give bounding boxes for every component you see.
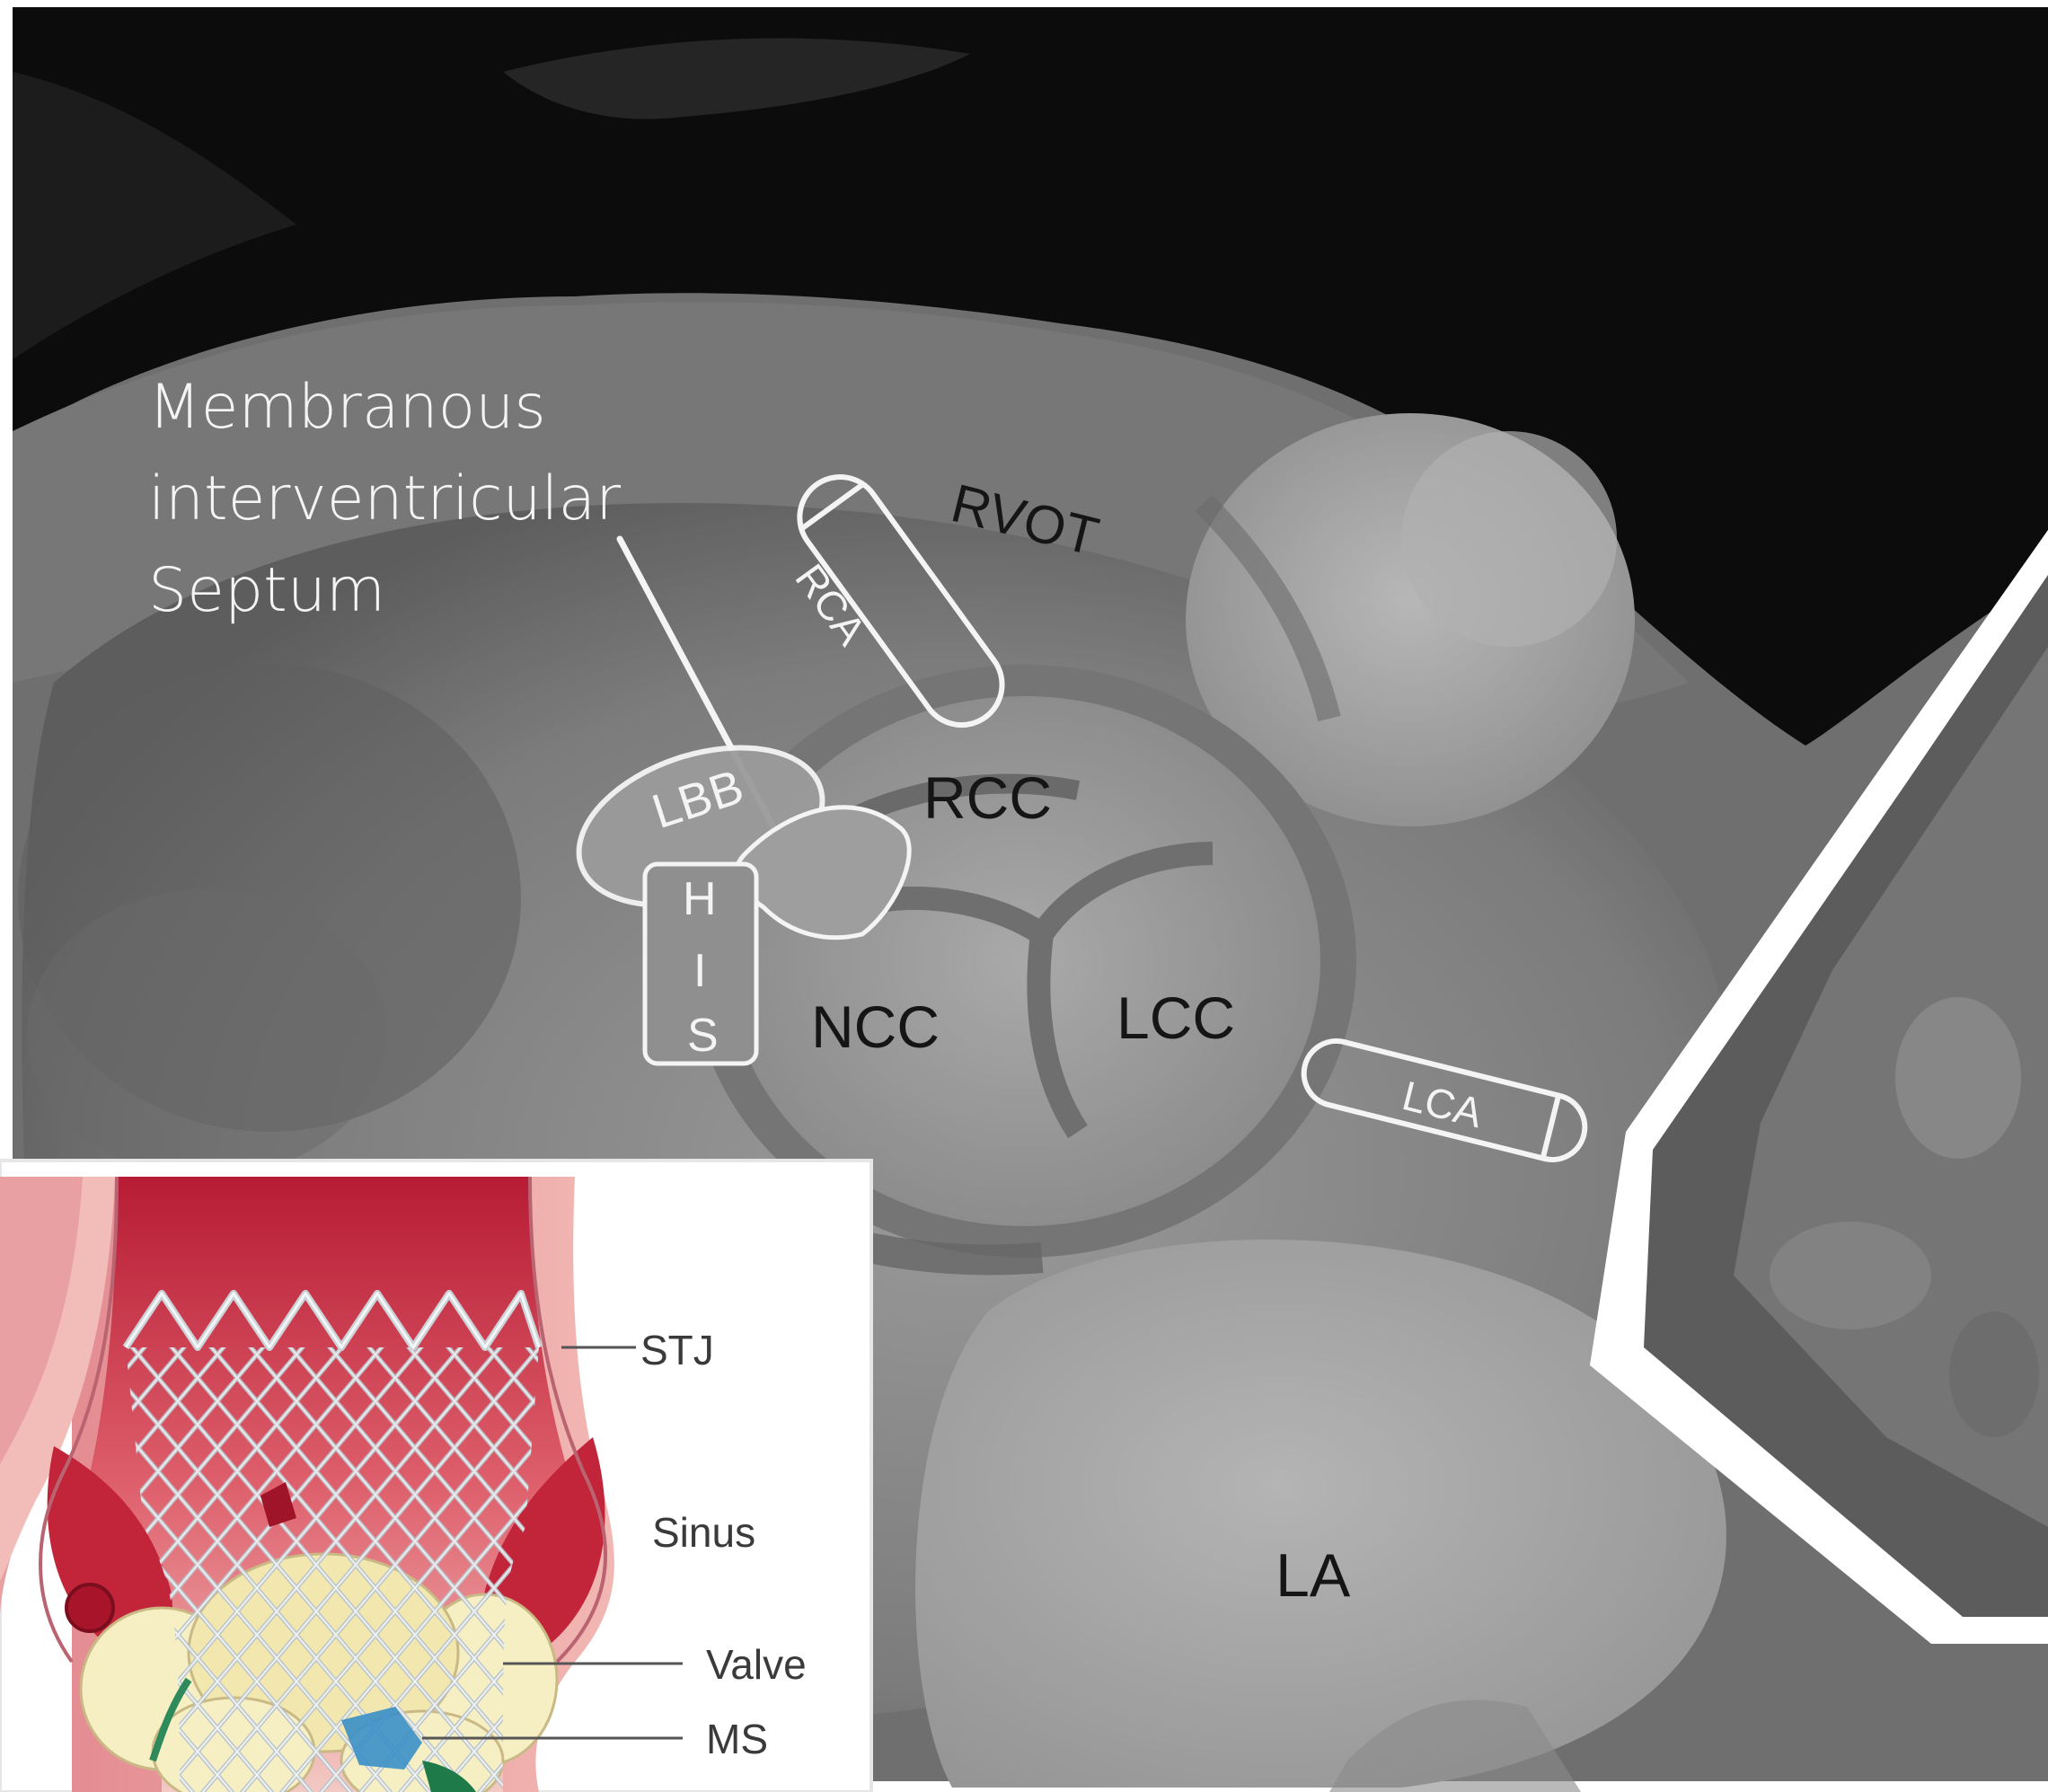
ms-label: MS (706, 1718, 768, 1760)
la-label: LA (1276, 1545, 1350, 1606)
ncc-label: NCC (811, 997, 940, 1056)
sinus-label: Sinus (652, 1512, 755, 1553)
stj-label: STJ (640, 1329, 714, 1371)
septum-label-line1: Membranous (148, 377, 546, 438)
his-label-i: I (693, 948, 706, 994)
septum-label-line2: interventricular (148, 469, 621, 530)
lcc-label: LCC (1117, 988, 1235, 1047)
his-label-h: H (683, 876, 717, 922)
valve-label: Valve (706, 1644, 807, 1685)
septum-label-line3: Septum (148, 561, 385, 622)
his-label-s: S (687, 1012, 719, 1059)
rcc-label: RCC (923, 768, 1052, 827)
tavr-diagram-inset (0, 1161, 871, 1792)
